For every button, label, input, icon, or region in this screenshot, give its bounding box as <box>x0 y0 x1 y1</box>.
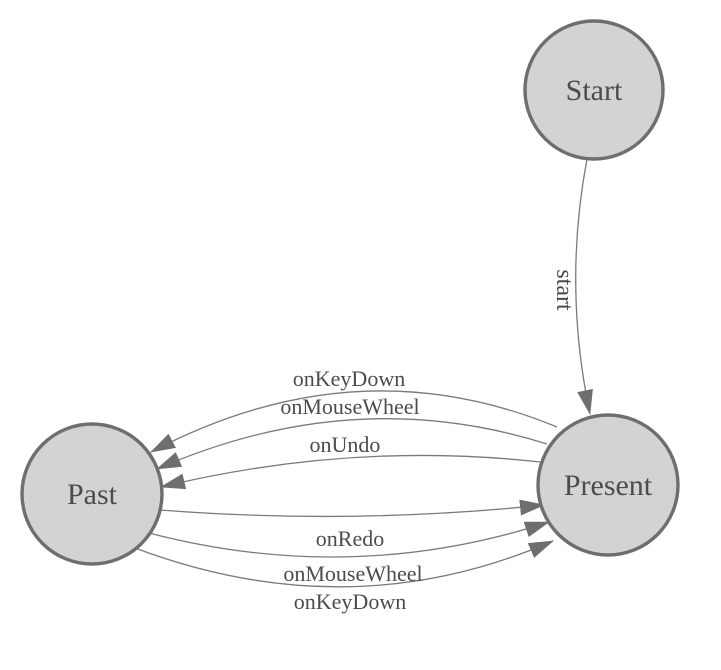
node-past: Past <box>20 422 164 566</box>
edge-label-onkeydown-top: onKeyDown <box>293 366 405 391</box>
edge-past-to-present-onmousewheel <box>148 521 550 558</box>
node-present: Present <box>536 413 680 557</box>
edge-label-onundo: onUndo <box>310 432 381 457</box>
edge-label-onkeydown-bottom: onKeyDown <box>294 589 406 614</box>
node-past-label: Past <box>67 478 118 511</box>
edge-label-onmousewheel-top: onMouseWheel <box>280 394 419 419</box>
edge-label-onredo: onRedo <box>316 526 384 551</box>
edge-present-to-past-onkeydown <box>150 390 558 453</box>
node-start: Start <box>523 19 665 161</box>
node-present-label: Present <box>564 469 653 502</box>
node-start-label: Start <box>566 74 623 107</box>
node-start-circle <box>523 19 665 161</box>
edge-group <box>134 158 593 588</box>
edge-label-onmousewheel-bottom: onMouseWheel <box>283 561 422 586</box>
edge-present-to-past-onundo <box>160 454 541 490</box>
node-present-circle <box>536 413 680 557</box>
edge-past-to-present-onredo <box>159 499 545 518</box>
edge-start-to-present <box>575 158 593 415</box>
edge-present-to-past-onmousewheel <box>156 418 548 470</box>
edge-label-start: start <box>551 269 577 311</box>
edge-past-to-present-onkeydown <box>134 540 554 588</box>
node-past-circle <box>20 422 164 566</box>
edge-label-group: start onKeyDown onMouseWheel onUndo onRe… <box>280 269 577 614</box>
